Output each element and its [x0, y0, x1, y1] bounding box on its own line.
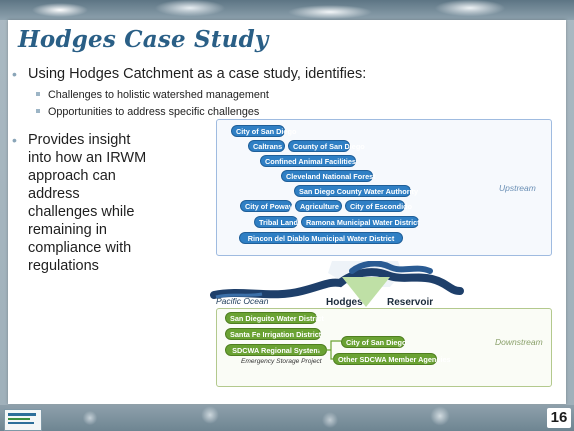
bullet-dot-icon: • [12, 66, 17, 82]
connector-lines [317, 340, 341, 360]
stakeholder-pill: Tribal Lands [254, 216, 302, 228]
slide-title: Hodges Case Study [18, 26, 269, 53]
watershed-diagram: City of San Diego Caltrans County of San… [202, 119, 554, 389]
page-number: 16 [547, 408, 571, 428]
sub-bullet-1-text: Challenges to holistic watershed managem… [48, 89, 269, 101]
sub-bullet-2: Opportunities to address specific challe… [36, 106, 259, 118]
stakeholder-pill: Cleveland National Forest [281, 170, 376, 182]
sub-bullet-1: Challenges to holistic watershed managem… [36, 89, 269, 101]
top-decorative-band [0, 0, 574, 20]
agency-pill: Santa Fe Irrigation District [225, 328, 321, 340]
square-bullet-icon [36, 92, 40, 97]
upstream-label: Upstream [499, 183, 536, 193]
stakeholder-pill: Confined Animal Facilities [260, 155, 356, 167]
bullet-1-text: Using Hodges Catchment as a case study, … [28, 66, 367, 82]
square-bullet-icon [36, 109, 40, 114]
water-highlight [349, 261, 433, 274]
organization-logo-icon [4, 409, 42, 431]
water-body [210, 268, 464, 299]
stakeholder-pill: San Diego County Water Authority [294, 185, 418, 197]
bullet-dot-icon: • [12, 132, 17, 148]
downstream-box: San Dieguito Water District Santa Fe Irr… [216, 308, 552, 387]
agency-pill: City of San Diego [341, 336, 406, 348]
ocean-wave [215, 292, 263, 299]
downstream-arrow-icon [342, 277, 390, 307]
stakeholder-pill: City of San Diego [231, 125, 296, 137]
reservoir-label: Reservoir [387, 297, 434, 308]
agency-pill: San Dieguito Water District [225, 312, 324, 324]
bullet-2-text: Provides insight into how an IRWM approa… [28, 132, 147, 274]
stakeholder-pill: Agriculture [295, 200, 342, 212]
bottom-decorative-band [0, 405, 574, 431]
stakeholder-pill: County of San Diego [288, 140, 365, 152]
stakeholder-pill: Rincon del Diablo Municipal Water Distri… [239, 232, 403, 244]
ocean-label: Pacific Ocean [216, 296, 269, 306]
stakeholder-pill: Ramona Municipal Water District [301, 216, 420, 228]
upstream-box: City of San Diego Caltrans County of San… [216, 119, 552, 256]
sub-bullet-2-text: Opportunities to address specific challe… [48, 106, 260, 118]
agency-pill: SDCWA Regional System [225, 344, 327, 356]
hodges-label: Hodges [326, 297, 363, 308]
connector-path [317, 340, 341, 360]
downstream-label: Downstream [495, 337, 543, 347]
stakeholder-pill: City of Escondido [345, 200, 412, 212]
stakeholder-pill: Caltrans [248, 140, 285, 152]
stakeholder-pill: City of Poway [240, 200, 293, 212]
arrow-shape [342, 277, 390, 307]
emergency-note: Emergency Storage Project [241, 358, 322, 365]
agency-pill: Other SDCWA Member Agencies [333, 353, 451, 365]
